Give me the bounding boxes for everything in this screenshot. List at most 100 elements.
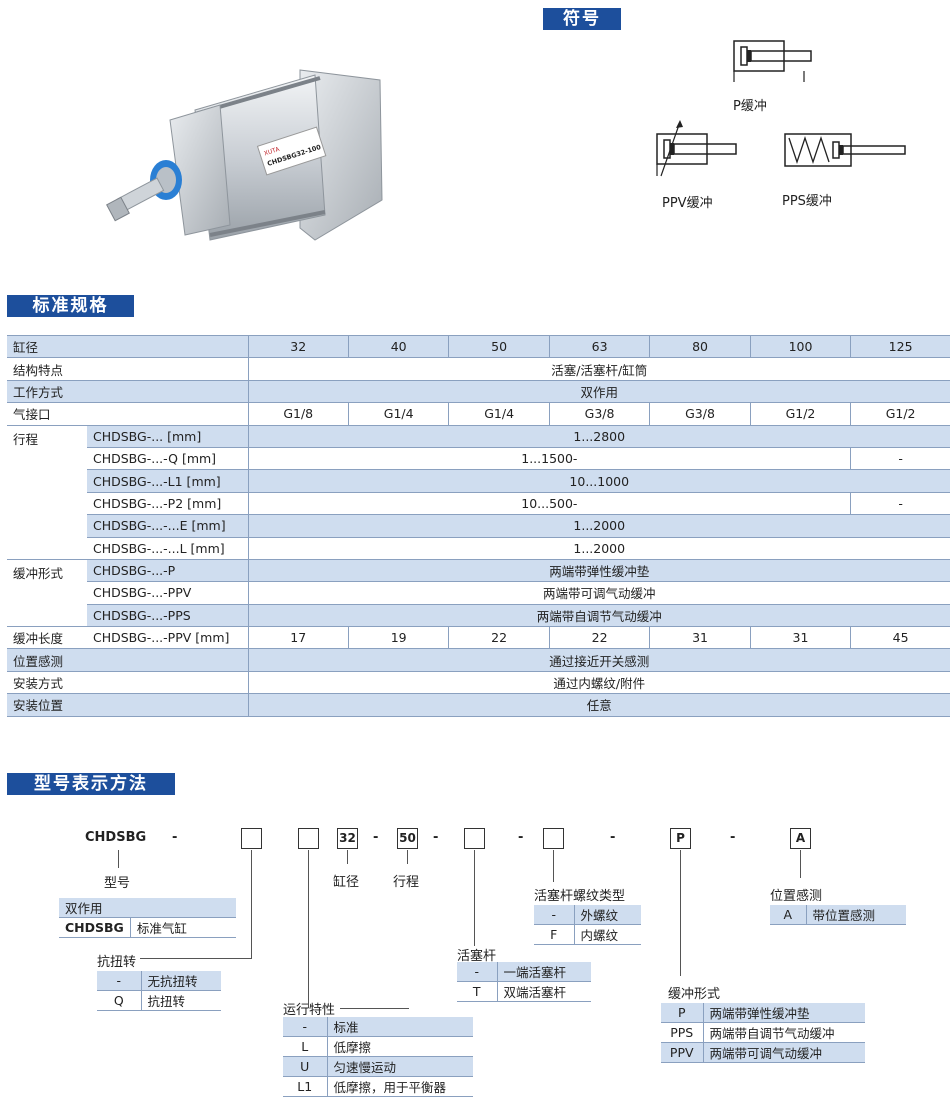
option-value: 两端带可调气动缓冲	[703, 1042, 865, 1063]
connector-line	[251, 850, 252, 958]
code-prefix: CHDSBG	[85, 830, 147, 845]
cylinder-photo: XUTA CHDSBG32-100	[106, 69, 383, 241]
option-value: 双端活塞杆	[497, 981, 591, 1002]
option-row: A 带位置感测	[770, 905, 906, 925]
option-row: CHDSBG 标准气缸	[59, 917, 236, 938]
connector-line	[118, 850, 119, 868]
option-row: T 双端活塞杆	[457, 981, 591, 1002]
spec-cell: 22	[548, 626, 650, 650]
option-key: L	[283, 1036, 328, 1057]
option-row: PPS 两端带自调节气动缓冲	[661, 1022, 865, 1043]
code-box-rod	[464, 828, 485, 849]
caption-torsion: 抗扭转	[97, 955, 137, 970]
type-table: 双作用 CHDSBG 标准气缸	[59, 898, 236, 938]
code-box-stroke: 50	[397, 828, 418, 849]
spec-sub: CHDSBG-...-Q [mm]	[87, 447, 248, 471]
caption-thread: 活塞杆螺纹类型	[534, 889, 626, 904]
code-dash: -	[373, 830, 379, 845]
spec-cell: 两端带可调气动缓冲	[247, 581, 950, 605]
spec-row-stroke: CHDSBG-...-...L [mm] 1...2000	[7, 537, 950, 560]
ppv-cushion-symbol-icon	[656, 120, 737, 177]
connector-line	[553, 850, 554, 882]
code-box-cushion: P	[670, 828, 691, 849]
cushion-table: P 两端带弹性缓冲垫 PPS 两端带自调节气动缓冲 PPV 两端带可调气动缓冲	[661, 1003, 865, 1063]
spec-sub: CHDSBG-...-...L [mm]	[87, 537, 248, 560]
spec-cell: 1...2000	[247, 514, 950, 538]
option-row: Q 抗扭转	[97, 990, 221, 1011]
spec-cell: 通过内螺纹/附件	[247, 671, 950, 695]
code-dash: -	[610, 830, 616, 845]
code-box-thread	[543, 828, 564, 849]
spec-sub: CHDSBG-... [mm]	[87, 425, 248, 448]
spec-cell: 32	[247, 334, 349, 359]
option-key: -	[283, 1017, 328, 1037]
option-key: L1	[283, 1076, 328, 1097]
spec-cell: 22	[448, 626, 550, 650]
caption-cushion: 缓冲形式	[668, 987, 721, 1002]
spec-cell: G3/8	[649, 402, 751, 426]
spec-cell: 通过接近开关感测	[247, 648, 950, 672]
option-row: - 无抗扭转	[97, 971, 221, 991]
connector-line	[140, 958, 252, 959]
spec-cell: G1/8	[247, 402, 349, 426]
p-cushion-label: P缓冲	[733, 99, 767, 114]
option-key: -	[534, 905, 575, 925]
symbols-heading: 符号	[543, 8, 621, 30]
option-row: 双作用	[59, 898, 236, 918]
spec-cell: 63	[548, 334, 650, 359]
option-value: 外螺纹	[574, 905, 641, 925]
spec-cell: 1...2800	[247, 425, 950, 448]
option-value: 一端活塞杆	[497, 962, 591, 982]
spec-cell: 两端带自调节气动缓冲	[247, 604, 950, 628]
option-value: 带位置感测	[806, 905, 906, 925]
option-key: F	[534, 924, 575, 945]
code-dash: -	[730, 830, 736, 845]
spec-row-sensing: 位置感测 通过接近开关感测	[7, 648, 950, 672]
option-value: 无抗扭转	[141, 971, 221, 991]
caption-type: 型号	[104, 876, 131, 891]
option-row: - 一端活塞杆	[457, 962, 591, 982]
spec-sub: CHDSBG-...-...E [mm]	[87, 514, 248, 538]
code-box-sensing: A	[790, 828, 811, 849]
spec-sub: CHDSBG-...-PPS	[87, 604, 248, 628]
caption-run: 运行特性	[283, 1003, 336, 1018]
option-key: P	[661, 1003, 704, 1023]
option-key: A	[770, 905, 807, 925]
connector-line	[340, 1008, 409, 1009]
spec-row-cushion-length: 缓冲长度 CHDSBG-...-PPV [mm] 17 19 22 22 31 …	[7, 626, 950, 650]
rod-table: - 一端活塞杆 T 双端活塞杆	[457, 962, 591, 1002]
option-row: L 低摩擦	[283, 1036, 473, 1057]
option-key: -	[457, 962, 498, 982]
option-value: 两端带弹性缓冲垫	[703, 1003, 865, 1023]
option-value: 匀速慢运动	[327, 1056, 473, 1077]
spec-cell: 31	[749, 626, 851, 650]
spec-cell: 双作用	[247, 380, 950, 404]
spec-cell: G3/8	[548, 402, 650, 426]
spec-label: 行程	[7, 425, 87, 560]
connector-line	[680, 850, 681, 976]
spec-cell: 50	[448, 334, 550, 359]
spec-cell: -	[850, 447, 950, 471]
spec-cell: G1/4	[448, 402, 550, 426]
spec-cell: G1/2	[850, 402, 950, 426]
spec-row-cushion: CHDSBG-...-PPV 两端带可调气动缓冲	[7, 581, 950, 605]
spec-row-stroke: CHDSBG-...-L1 [mm] 10...1000	[7, 469, 950, 493]
spec-label: 安装位置	[7, 693, 248, 717]
spec-cell: 1...2000	[247, 537, 950, 560]
option-row: F 内螺纹	[534, 924, 641, 945]
spec-cell: -	[850, 492, 950, 516]
pps-cushion-label: PPS缓冲	[782, 194, 832, 209]
spec-cell: 10...1000	[247, 469, 950, 493]
thread-table: - 外螺纹 F 内螺纹	[534, 905, 641, 945]
connector-line	[800, 850, 801, 878]
spec-label: 缓冲形式	[7, 559, 87, 628]
sensing-table: A 带位置感测	[770, 905, 906, 925]
spec-row-mounting: 安装方式 通过内螺纹/附件	[7, 671, 950, 695]
spec-label: 结构特点	[7, 357, 248, 381]
option-row: - 标准	[283, 1017, 473, 1037]
option-key: PPS	[661, 1022, 704, 1043]
spec-row-port: 气接口 G1/8 G1/4 G1/4 G3/8 G3/8 G1/2 G1/2	[7, 402, 950, 426]
spec-row-position: 安装位置 任意	[7, 693, 950, 717]
spec-row-structure: 结构特点 活塞/活塞杆/缸筒	[7, 357, 950, 381]
spec-sub: CHDSBG-...-P2 [mm]	[87, 492, 248, 516]
